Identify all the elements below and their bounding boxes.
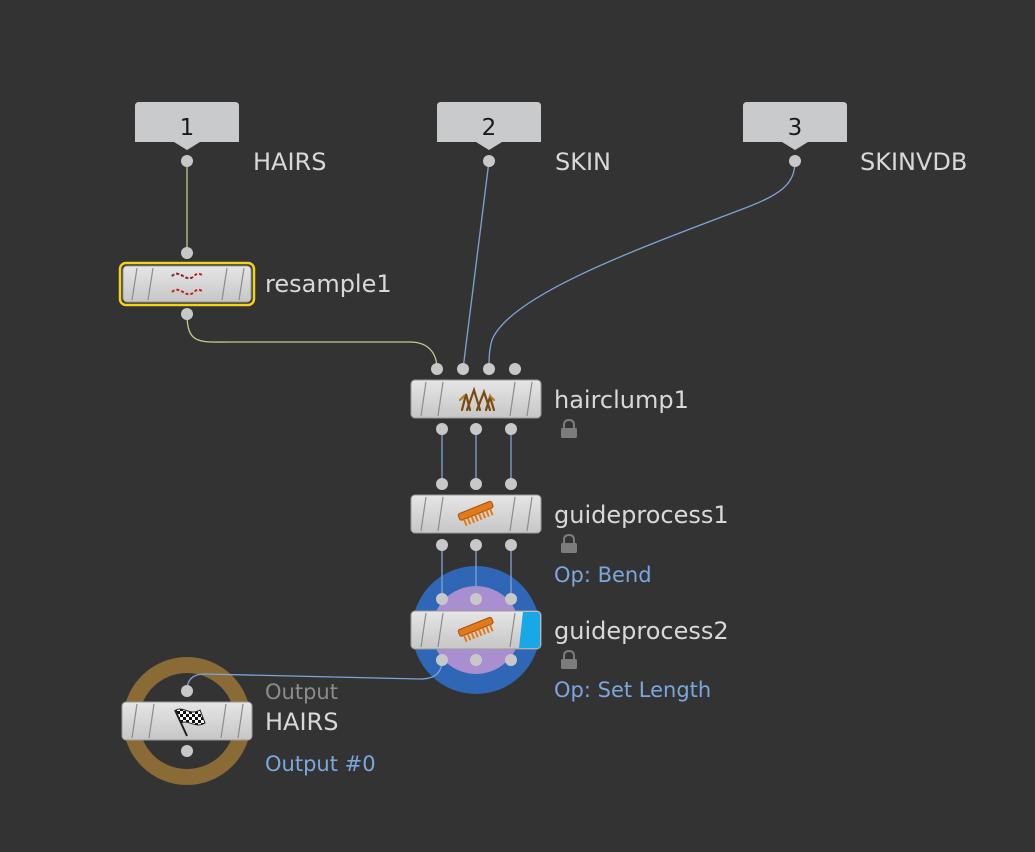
subnet-input-number: 1 [180,115,195,141]
lock-icon[interactable] [561,418,577,438]
node-op-guideprocess1: Op: Bend [554,563,652,587]
wire-skin-to-hairclump [462,160,490,370]
node-guideprocess2[interactable] [410,593,542,666]
node-hairclump1[interactable] [410,363,542,435]
output-connector[interactable] [505,654,517,666]
output-connector[interactable] [181,155,193,167]
hair-clump-icon [458,386,496,412]
output-connector[interactable] [436,539,448,551]
input-connector[interactable] [181,247,193,259]
input-connector[interactable] [483,363,495,375]
output-connector[interactable] [505,423,517,435]
resample-curve-icon [171,272,204,296]
node-op-guideprocess2: Op: Set Length [554,678,712,702]
node-output-hairs[interactable] [121,685,253,757]
wire-guideprocess1-guideprocess2 [441,545,512,599]
lock-icon[interactable] [561,533,577,553]
wire-skinvdb-to-hairclump [488,160,796,370]
display-flag[interactable] [519,612,540,648]
node-name-output-hairs[interactable]: HAIRS [265,708,339,736]
input-connector[interactable] [505,478,517,490]
subnet-input-label-skinvdb: SKINVDB [860,148,968,176]
subnet-input-number: 2 [482,115,497,141]
input-connector[interactable] [436,478,448,490]
comb-icon [457,500,494,527]
node-resample1[interactable] [118,247,256,320]
input-connector[interactable] [436,593,448,605]
output-connector[interactable] [436,423,448,435]
input-connector[interactable] [181,685,193,697]
subnet-input-number: 3 [788,115,803,141]
subnet-input-1[interactable]: 1 [135,102,239,167]
output-connector[interactable] [470,654,482,666]
output-node-type-label: Output [265,680,338,704]
output-connector[interactable] [789,155,801,167]
comb-icon [457,616,494,643]
output-connector[interactable] [181,745,193,757]
input-connector[interactable] [470,593,482,605]
output-connector[interactable] [436,654,448,666]
subnet-input-2[interactable]: 2 [437,102,541,167]
node-name-resample1[interactable]: resample1 [265,270,392,298]
wire-resample-to-hairclump [186,313,438,370]
node-guideprocess1[interactable] [410,478,542,551]
input-connector[interactable] [457,363,469,375]
checkered-flag-icon [174,708,206,737]
subnet-input-3[interactable]: 3 [743,102,847,167]
node-name-guideprocess1[interactable]: guideprocess1 [554,501,729,529]
output-connector[interactable] [505,539,517,551]
input-connector[interactable] [470,478,482,490]
node-name-guideprocess2[interactable]: guideprocess2 [554,617,729,645]
wire-guideprocess2-to-output [186,659,443,692]
output-connector[interactable] [483,155,495,167]
input-connector[interactable] [431,363,443,375]
subnet-input-label-skin: SKIN [555,148,612,176]
output-connector[interactable] [470,423,482,435]
output-connector[interactable] [181,308,193,320]
output-connector[interactable] [470,539,482,551]
node-name-hairclump1[interactable]: hairclump1 [554,386,689,414]
input-connector[interactable] [505,593,517,605]
lock-icon[interactable] [561,649,577,669]
subnet-input-label-hairs: HAIRS [253,148,327,176]
output-index-label: Output #0 [265,752,376,776]
wires [186,160,796,484]
input-connector[interactable] [509,363,521,375]
